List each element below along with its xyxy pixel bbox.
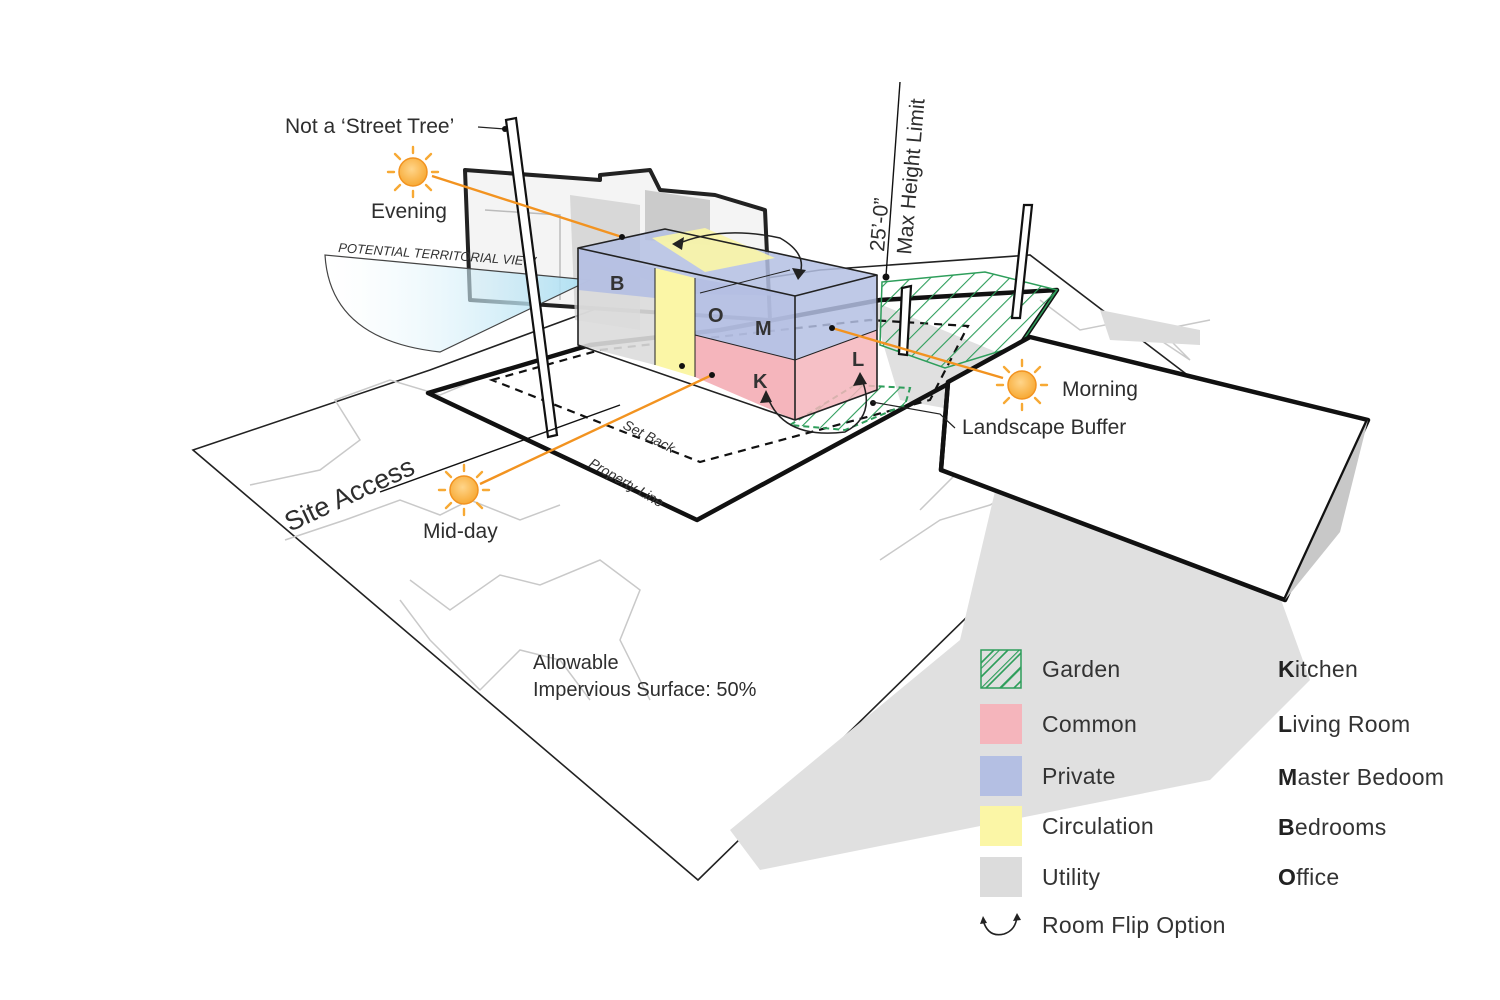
room-label-master: M [755, 318, 772, 340]
sun-evening-icon [386, 145, 440, 199]
private-block-east [795, 275, 877, 360]
max-height-line [885, 81, 901, 277]
legend-label-circulation: Circulation [1042, 812, 1154, 839]
max-height-label: Max Height Limit [893, 97, 930, 255]
legend-label-private: Private [1042, 762, 1116, 789]
note-line-1: Allowable [533, 652, 619, 674]
abbr-bedrooms: Bedrooms [1278, 814, 1387, 840]
legend-item-utility: Utility [980, 856, 1100, 898]
leader-lines [477, 126, 956, 429]
height-value: 25’-0” [866, 197, 894, 253]
legend: Garden Common Private Circulation Utilit… [980, 648, 1480, 948]
building-massing: B O M K L [577, 228, 878, 434]
site-access-line [379, 404, 621, 493]
legend-item-room-flip: Room Flip Option [980, 910, 1226, 940]
impervious-surface-note: Allowable Impervious Surface: 50% [533, 650, 756, 704]
neighbor-shadow-2 [1100, 310, 1200, 345]
morning-label: Morning [1062, 378, 1138, 401]
legend-label-common: Common [1042, 710, 1138, 737]
abbr-office: Office [1278, 864, 1340, 890]
room-label-office: O [708, 305, 724, 327]
abbr-living-room: Living Room [1278, 711, 1411, 737]
circulation-swatch [980, 806, 1022, 846]
landscape-buffer-label: Landscape Buffer [962, 416, 1126, 439]
abbr-master-bedroom: Master Bedoom [1278, 764, 1445, 790]
sun-rays [431, 174, 1004, 486]
evening-label: Evening [371, 200, 447, 223]
midday-label: Mid-day [423, 520, 498, 543]
common-swatch [980, 704, 1022, 744]
private-swatch [980, 756, 1022, 796]
room-label-living: L [852, 349, 864, 371]
legend-item-private: Private [980, 755, 1116, 797]
room-flip-icon [980, 913, 1021, 936]
legend-label-room-flip: Room Flip Option [1042, 911, 1226, 938]
room-label-kitchen: K [753, 371, 768, 393]
private-block-west [578, 248, 655, 298]
room-label-bedrooms: B [610, 273, 624, 295]
private-block-front [695, 278, 795, 360]
street-tree-label: Not a ‘Street Tree’ [285, 115, 454, 138]
legend-item-common: Common [980, 703, 1137, 745]
legend-item-garden: Garden [980, 648, 1121, 690]
sun-morning-icon [995, 358, 1049, 412]
utility-swatch [980, 857, 1022, 897]
legend-label-utility: Utility [1042, 863, 1101, 890]
garden-swatch [980, 649, 1022, 689]
sun-midday-icon [437, 463, 491, 517]
legend-label-garden: Garden [1042, 655, 1121, 682]
sun-ray-dots [619, 234, 876, 406]
tree-poles [504, 116, 1034, 439]
note-line-2: Impervious Surface: 50% [533, 679, 757, 701]
circulation-block [655, 268, 695, 377]
legend-item-circulation: Circulation [980, 805, 1154, 847]
neighbor-building-east [938, 334, 1371, 603]
abbr-kitchen: Kitchen [1278, 656, 1359, 682]
